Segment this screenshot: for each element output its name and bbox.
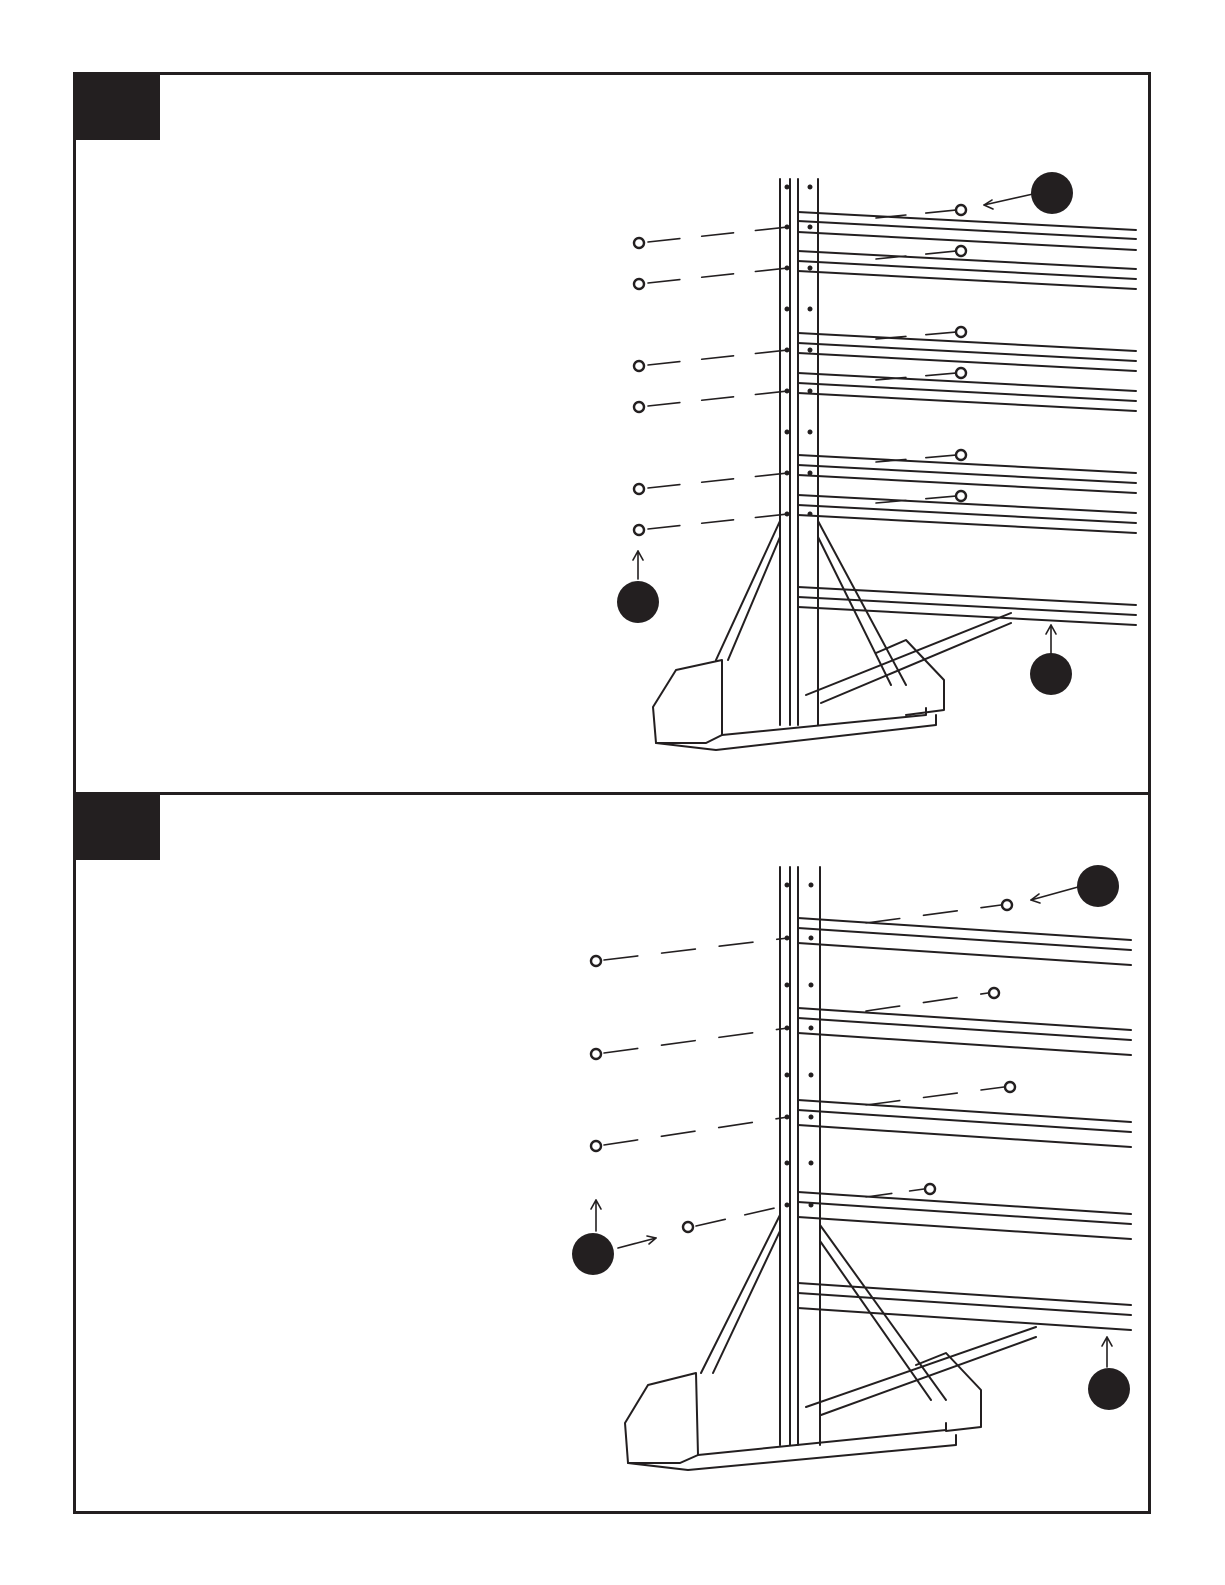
callout-bubble [1077,865,1119,907]
callout-bubble [1031,172,1073,214]
upright-post [780,867,820,1445]
horizontal-rails [798,212,1136,625]
base-leg [625,1215,1036,1470]
callout-bubble [1088,1368,1130,1410]
bolts-right [866,900,1015,1197]
callout-bubble [572,1233,614,1275]
bolts-right [876,205,966,503]
bolts-left [634,227,788,535]
rack-assembly-illustration [76,75,1154,798]
step-panel-1 [73,72,1151,795]
callout-bubble [1030,653,1072,695]
horizontal-rails [798,918,1131,1330]
step-panel-2 [73,792,1151,1514]
base-leg [653,521,1011,750]
bolts-left [591,938,788,1232]
callout-bubble [617,581,659,623]
rack-assembly-illustration [76,795,1154,1517]
